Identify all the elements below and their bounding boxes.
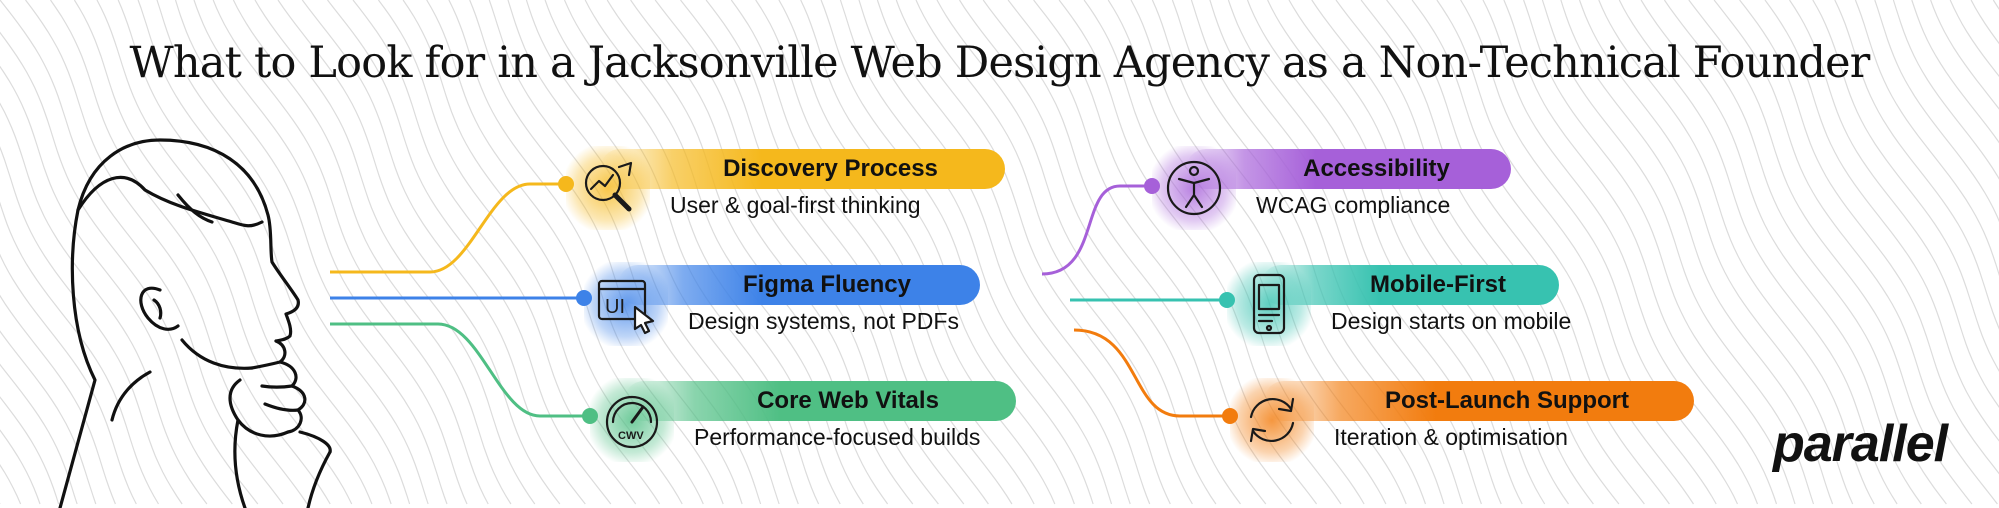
wave-line [277, 0, 561, 505]
wave-line [1854, 0, 1999, 277]
wave-line [73, 0, 353, 505]
feature-description: User & goal-first thinking [670, 192, 921, 218]
wave-line [1482, 0, 1759, 505]
wave-line [25, 0, 308, 505]
wave-line [0, 65, 233, 505]
wave-line [1764, 0, 1999, 442]
feature-description: Iteration & optimisation [1334, 424, 1568, 450]
wave-line [858, 0, 1131, 505]
gauge-icon-label: CWV [618, 430, 644, 442]
wave-line [936, 0, 1217, 505]
wave-line [1892, 0, 1999, 180]
refresh-cycle-icon [1230, 378, 1314, 462]
gauge-icon: CWV [590, 378, 674, 462]
connector-line [1041, 184, 1152, 276]
wave-line [800, 0, 1075, 505]
wave-line [0, 396, 60, 505]
feature-description: Design starts on mobile [1331, 308, 1572, 334]
wave-line [0, 363, 78, 505]
magnifier-growth-icon [566, 146, 650, 230]
wave-line [0, 102, 208, 505]
feature-label: Core Web Vitals [624, 381, 1016, 421]
wave-line [958, 0, 1241, 505]
wave-line [50, 0, 331, 505]
wave-line [1688, 0, 1973, 505]
feature-label: Accessibility [1186, 149, 1511, 189]
wave-line [301, 0, 586, 505]
wave-line [212, 0, 489, 505]
wave-line [96, 0, 373, 505]
wave-line [0, 330, 97, 505]
thinking-person-illustration [58, 138, 332, 508]
wave-line [1930, 0, 1999, 110]
wave-line [0, 201, 160, 505]
wave-line [1598, 0, 1875, 505]
wave-line [1503, 0, 1778, 505]
wave-line [1713, 0, 1998, 505]
wave-line [327, 0, 612, 505]
wave-line [1640, 0, 1922, 505]
wave-line [1834, 0, 1999, 330]
wave-line [193, 0, 468, 505]
connector-line [330, 322, 590, 418]
wave-line [1874, 0, 1999, 223]
wave-line [1812, 0, 1999, 372]
wave-line [1663, 0, 1947, 505]
feature-description: Design systems, not PDFs [688, 308, 959, 334]
feature-label: Discovery Process [600, 149, 1005, 189]
wave-line [1911, 0, 1999, 144]
feature-description: Performance-focused builds [694, 424, 981, 450]
wave-line [254, 0, 536, 505]
wave-line [1523, 0, 1796, 505]
feature-label: Mobile-First [1261, 265, 1559, 305]
wave-line [117, 0, 392, 505]
connector-line [330, 182, 566, 274]
wave-line [156, 0, 429, 505]
feature-label: Figma Fluency [618, 265, 980, 305]
wave-line [982, 0, 1267, 505]
wave-line [174, 0, 448, 505]
wave-line [1460, 0, 1739, 505]
wave-line [1578, 0, 1854, 505]
wave-line [232, 0, 512, 505]
feature-label: Post-Launch Support [1264, 381, 1694, 421]
wave-line [0, 253, 137, 505]
page-title: What to Look for in a Jacksonville Web D… [129, 38, 1871, 88]
wave-line [0, 31, 259, 505]
smartphone-icon [1227, 262, 1311, 346]
wave-line [1739, 0, 1999, 475]
parallel-logo: parallel [1773, 415, 1948, 473]
wave-line [876, 0, 1151, 505]
connector-line [1073, 328, 1230, 418]
wave-line [839, 0, 1113, 505]
wave-line [0, 146, 183, 505]
wave-line [1788, 0, 1999, 409]
accessibility-icon [1152, 146, 1236, 230]
ui-icon-label: UI [605, 296, 625, 318]
feature-description: WCAG compliance [1256, 192, 1451, 218]
wave-line [137, 0, 411, 505]
wave-line [352, 0, 637, 505]
wave-line [820, 0, 1094, 505]
wave-line [915, 0, 1193, 505]
ui-window-cursor-icon: UI [584, 262, 668, 346]
wave-line [1560, 0, 1834, 505]
wave-line [1618, 0, 1898, 505]
wave-line [1541, 0, 1815, 505]
wave-line [895, 0, 1171, 505]
wave-line [0, 0, 284, 505]
